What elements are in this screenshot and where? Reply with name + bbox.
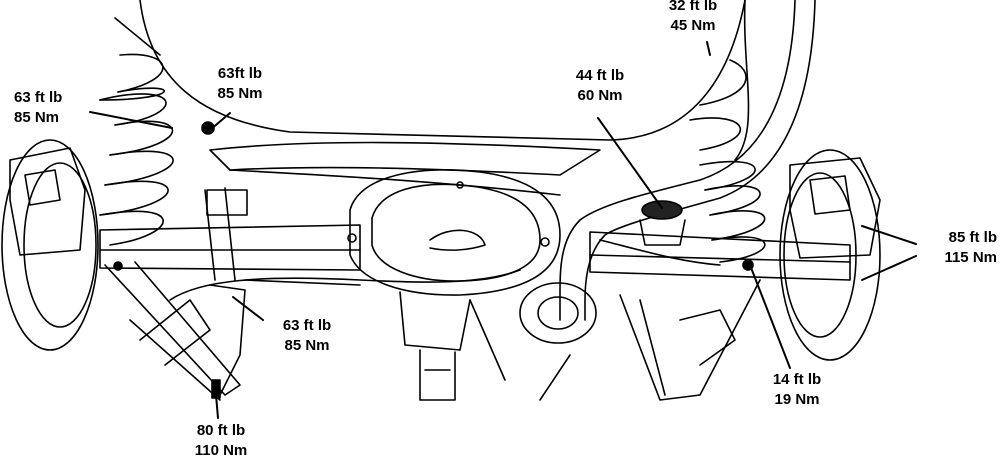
leader-lines	[89, 41, 917, 419]
callout-track-bar: 44 ft lb 60 Nm	[555, 66, 645, 106]
leader-wheel-lugs-2	[861, 255, 917, 281]
frame-lines	[244, 279, 571, 401]
left-lower-control-arm	[104, 261, 246, 401]
callout-torque-nm: 85 Nm	[217, 85, 263, 102]
leader-upper-control-arm	[209, 112, 231, 131]
leader-top-mount	[706, 41, 711, 56]
callout-torque-ftlb: 63 ft lb	[14, 89, 63, 106]
leader-lower-arm-pivot	[232, 296, 264, 321]
callout-torque-ftlb: 32 ft lb	[668, 0, 718, 14]
callout-torque-ftlb: 44 ft lb	[575, 67, 625, 84]
differential-housing	[347, 169, 561, 401]
callout-torque-ftlb: 63 ft lb	[282, 317, 332, 334]
crossmember-tube	[209, 141, 601, 196]
leader-spring-retainer	[749, 264, 791, 369]
right-coil-spring	[689, 59, 766, 263]
callout-torque-ftlb: 63ft lb	[217, 65, 263, 82]
callout-upper-left-mount: 63 ft lb 85 Nm	[14, 88, 62, 128]
leader-wheel-lugs-1	[861, 225, 917, 245]
callout-torque-ftlb: 85 ft lb	[948, 229, 997, 246]
callout-torque-nm: 19 Nm	[774, 391, 820, 408]
callout-shock-lower: 80 ft lb 110 Nm	[176, 421, 266, 461]
track-bar-mount	[639, 200, 686, 246]
stabilizer-bar	[169, 239, 721, 301]
leader-upper-left-mount	[89, 111, 173, 129]
callout-top-mount: 32 ft lb 45 Nm	[648, 0, 738, 36]
callout-torque-ftlb: 80 ft lb	[196, 422, 246, 439]
callout-torque-nm: 45 Nm	[670, 17, 716, 34]
callout-torque-nm: 110 Nm	[194, 442, 248, 459]
callout-lower-arm-pivot: 63 ft lb 85 Nm	[262, 316, 352, 356]
callout-torque-nm: 60 Nm	[577, 87, 623, 104]
callout-torque-nm: 85 Nm	[14, 109, 60, 126]
right-brake-assembly	[779, 149, 881, 361]
leader-track-bar	[597, 117, 663, 209]
callout-wheel-lugs: 85 ft lb 115 Nm	[905, 228, 997, 268]
leader-shock-lower	[215, 394, 219, 419]
bolt-heads	[113, 121, 754, 399]
callout-upper-control-arm: 63ft lb 85 Nm	[200, 64, 280, 104]
left-shock-absorber	[204, 187, 248, 281]
callout-torque-nm: 115 Nm	[944, 249, 997, 266]
left-brake-assembly	[1, 139, 99, 351]
left-coil-spring	[99, 53, 174, 246]
callout-torque-nm: 85 Nm	[284, 337, 330, 354]
callout-torque-ftlb: 14 ft lb	[772, 371, 822, 388]
right-lower-control-arm	[619, 279, 761, 401]
callout-spring-retainer: 14 ft lb 19 Nm	[752, 370, 842, 410]
